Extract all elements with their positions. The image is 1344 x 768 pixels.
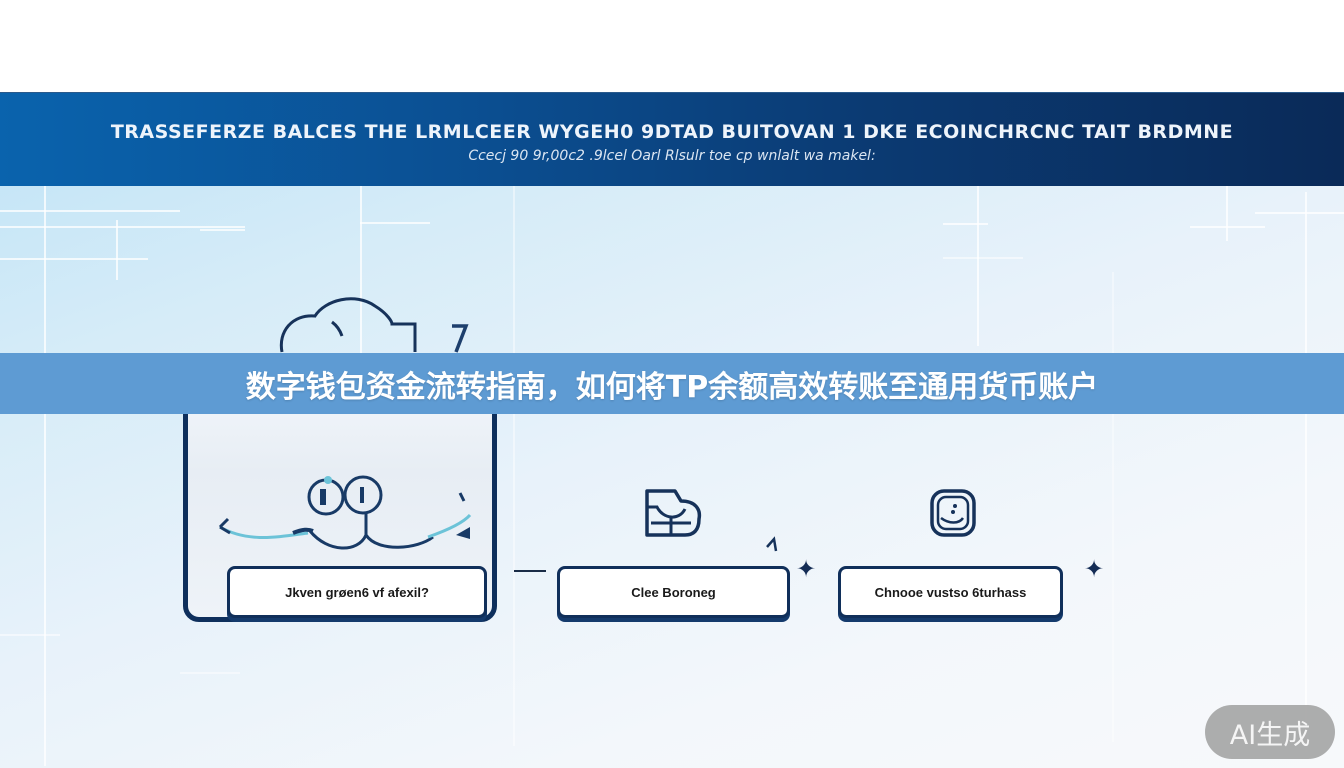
ai-badge-label: AI生成 [1229, 719, 1311, 751]
header-title: TRASSEFERZE BALCES THE LRMLCEER WYGEH0 9… [110, 121, 1234, 143]
grid-line [1226, 186, 1228, 241]
connector-line [514, 570, 546, 572]
grid-line [1112, 272, 1114, 742]
app-badge-icon [930, 489, 976, 537]
step-2-button[interactable]: Clee Boroneg [557, 566, 790, 618]
grid-line [1305, 192, 1307, 752]
grid-line [0, 226, 245, 228]
grid-line [513, 186, 515, 746]
ai-generated-badge: AI生成 [1205, 705, 1335, 759]
grid-line [1190, 226, 1265, 228]
header-subtitle: Ccecj 90 9r,00c2 .9lcel Oarl Rlsulr toe … [468, 148, 876, 164]
step-1-label: Jkven grøen6 vf afexil? [285, 584, 429, 600]
sparkle-icon: ✦ [796, 556, 817, 583]
grid-line [200, 229, 245, 231]
grid-line [180, 672, 240, 674]
step-1-button[interactable]: Jkven grøen6 vf afexil? [227, 566, 487, 618]
grid-line [116, 220, 118, 280]
grid-line [360, 222, 430, 224]
top-whitespace [0, 0, 1344, 92]
hero-image: TRASSEFERZE BALCES THE LRMLCEER WYGEH0 9… [0, 92, 1344, 768]
step-2-label: Clee Boroneg [631, 584, 716, 600]
grid-line [943, 257, 1023, 259]
caption-title: 数字钱包资金流转指南，如何将TP余额高效转账至通用货币账户 [245, 369, 1099, 405]
step-3-button[interactable]: Chnooe vustso 6turhass [838, 566, 1063, 618]
grid-line [360, 186, 362, 366]
sparkle-icon: ✦ [1084, 556, 1105, 583]
caption-banner: 数字钱包资金流转指南，如何将TP余额高效转账至通用货币账户 [0, 353, 1344, 414]
grid-line [0, 634, 60, 636]
grid-line [943, 223, 988, 225]
cloud-icon [279, 297, 469, 353]
grid-line [0, 210, 180, 212]
grid-line [1255, 212, 1344, 214]
grid-line [0, 258, 148, 260]
step-3-label: Chnooe vustso 6turhass [874, 584, 1027, 600]
header-band: TRASSEFERZE BALCES THE LRMLCEER WYGEH0 9… [0, 92, 1344, 186]
caret-mark-icon [766, 536, 778, 552]
wallet-exchange-icon [218, 475, 472, 550]
grid-line [977, 186, 979, 346]
inbox-tray-icon [645, 489, 702, 537]
grid-line [44, 186, 46, 766]
